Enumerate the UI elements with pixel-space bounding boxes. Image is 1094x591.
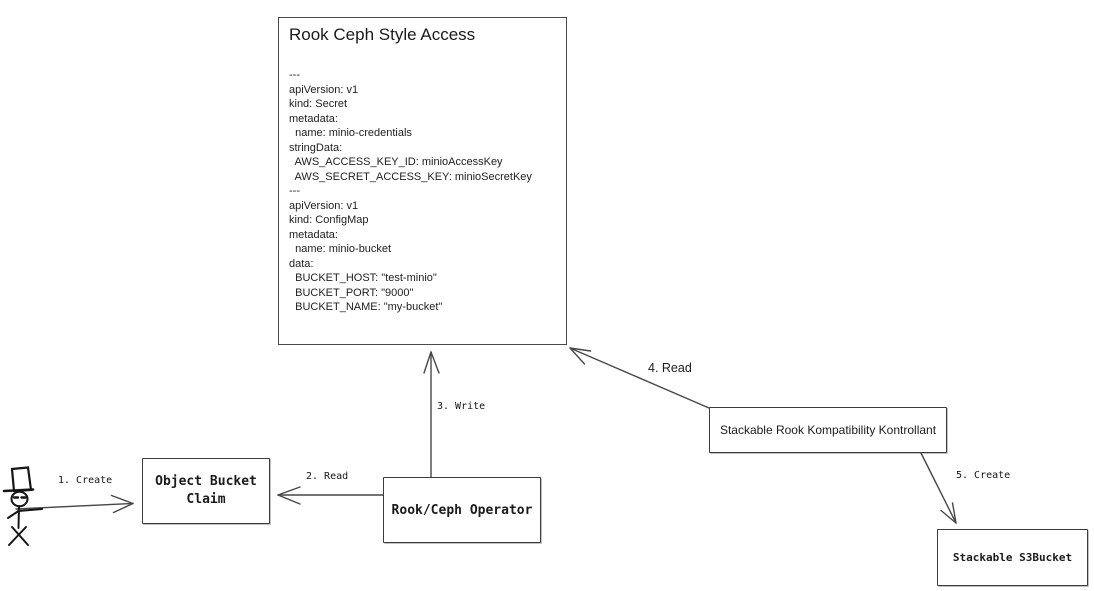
node-stackable-s3bucket-label: Stackable S3Bucket bbox=[952, 551, 1073, 564]
edge-label-1-create: 1. Create bbox=[58, 475, 113, 486]
user-stick-figure-icon bbox=[2, 466, 43, 546]
edge-read-4 bbox=[569, 347, 710, 409]
edge-label-3-write: 3. Write bbox=[437, 401, 486, 412]
edge-create-5 bbox=[920, 452, 957, 524]
node-object-bucket-claim-label: Object Bucket Claim bbox=[155, 474, 257, 507]
node-rook-ceph-operator-label: Rook/Ceph Operator bbox=[391, 502, 533, 518]
edge-label-2-read: 2. Read bbox=[306, 471, 349, 482]
edge-create-1 bbox=[15, 494, 134, 514]
main-box-yaml-content: --- apiVersion: v1 kind: Secret metadata… bbox=[289, 69, 532, 313]
edge-read-2 bbox=[277, 486, 385, 505]
edge-label-4-read: 4. Read bbox=[648, 361, 692, 375]
node-stackable-rook-kompatibility-kontrollant-label: Stackable Rook Kompatibility Kontrollant bbox=[719, 423, 937, 437]
node-rook-ceph-operator: Rook/Ceph Operator bbox=[383, 477, 541, 543]
node-rook-ceph-style-access: Rook Ceph Style Access --- apiVersion: v… bbox=[278, 17, 567, 345]
edge-label-5-create: 5. Create bbox=[956, 470, 1011, 481]
node-object-bucket-claim: Object Bucket Claim bbox=[142, 458, 270, 524]
node-stackable-rook-kompatibility-kontrollant: Stackable Rook Kompatibility Kontrollant bbox=[709, 407, 947, 453]
edge-write-3 bbox=[423, 351, 440, 478]
node-stackable-s3bucket: Stackable S3Bucket bbox=[937, 529, 1088, 586]
main-box-title: Rook Ceph Style Access bbox=[289, 25, 476, 44]
